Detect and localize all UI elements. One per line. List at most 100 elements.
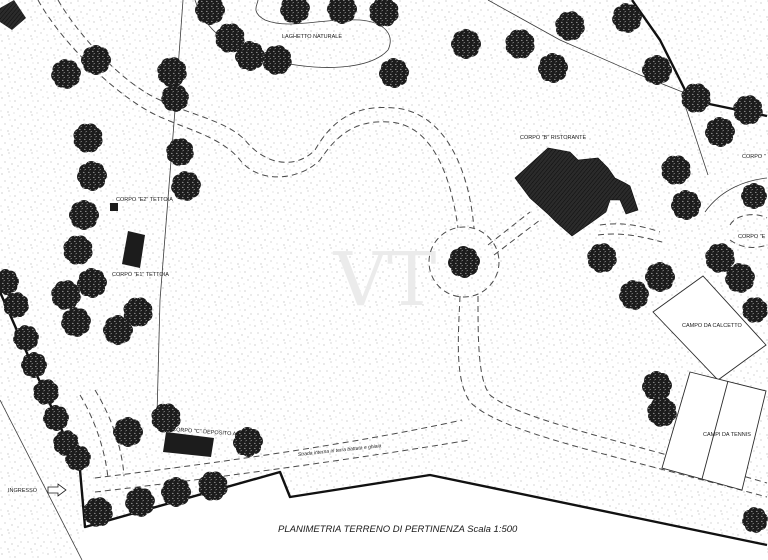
tree-icon	[65, 445, 91, 471]
tree-icon	[280, 0, 310, 24]
fence-line-vertical	[156, 0, 184, 416]
tree-icon	[645, 262, 675, 292]
entrance-road-edge	[0, 399, 83, 560]
road-north-edge-a	[37, 0, 459, 229]
tree-icon	[171, 171, 201, 201]
roundabout	[428, 226, 500, 298]
tree-icon	[451, 29, 481, 59]
property-boundary-south-west	[0, 291, 768, 547]
tree-icon	[43, 405, 69, 431]
tree-icon	[63, 235, 93, 265]
tree-icon	[369, 0, 399, 27]
tennis-divider	[701, 380, 729, 480]
building-top-left	[0, 0, 26, 30]
outside-property-area	[76, 472, 767, 560]
tree-icon	[157, 57, 187, 87]
tree-icon	[166, 138, 194, 166]
path-west-a	[79, 394, 109, 479]
label-corpo-right-mid: CORPO "E	[738, 234, 766, 240]
path-west-b	[94, 389, 125, 477]
tree-icon	[555, 11, 585, 41]
tree-icon	[83, 497, 113, 527]
tree-icon	[741, 183, 767, 209]
tree-icon	[123, 297, 153, 327]
fence-line-top-right	[487, 0, 691, 96]
tree-icon	[77, 161, 107, 191]
tree-icon	[705, 243, 735, 273]
tree-icon	[81, 45, 111, 75]
tree-icon	[113, 417, 143, 447]
road-south-edge-a	[457, 295, 768, 498]
strada-interna-edge-a	[94, 419, 463, 479]
tree-icon	[587, 243, 617, 273]
tree-icon	[13, 325, 39, 351]
label-ingresso: INGRESSO	[8, 488, 38, 494]
tree-icon	[235, 41, 265, 71]
road-north-edge-b	[57, 0, 475, 229]
path-east-b	[597, 233, 663, 243]
tree-icon	[262, 45, 292, 75]
tree-icon	[103, 315, 133, 345]
outline-right-area	[704, 177, 768, 213]
tree-icon	[161, 477, 191, 507]
tree-icon	[327, 0, 357, 24]
tree-icon	[742, 297, 768, 323]
tree-icon	[705, 117, 735, 147]
building-corpo-b	[514, 147, 639, 237]
tree-icon	[215, 23, 245, 53]
road-south-edge-b	[477, 295, 768, 484]
fence-line-right	[683, 101, 709, 176]
property-boundary-north-east	[631, 0, 768, 118]
tree-icon	[61, 307, 91, 337]
tree-icon	[161, 84, 189, 112]
tree-icon	[647, 397, 677, 427]
label-corpo-b: CORPO "B" RISTORANTE	[520, 135, 586, 141]
watermark-logo: VT	[333, 237, 437, 323]
label-corpo-e1: CORPO "E1" TETTOIA	[112, 272, 169, 278]
strada-interna-edge-b	[94, 439, 471, 493]
tree-icon	[77, 268, 107, 298]
tree-icon	[195, 0, 225, 25]
label-campo-calcetto: CAMPO DA CALCETTO	[682, 323, 743, 329]
tree-icon	[505, 29, 535, 59]
path-right-area-b	[729, 239, 768, 248]
label-corpo-c: CORPO "C" DEPOSITO A	[172, 427, 237, 437]
tree-icon	[661, 155, 691, 185]
tree-icon	[33, 379, 59, 405]
tree-icon	[151, 403, 181, 433]
building-corpo-e2	[110, 203, 118, 211]
building-corpo-c	[163, 432, 214, 457]
tree-icon	[51, 280, 81, 310]
tree-icon	[69, 200, 99, 230]
tree-icon	[642, 55, 672, 85]
tree-icon	[612, 3, 642, 33]
tree-icon	[619, 280, 649, 310]
tree-icon	[642, 371, 672, 401]
campi-tennis	[661, 371, 767, 491]
tree-icon	[198, 471, 228, 501]
internal-roads	[37, 0, 768, 498]
plan-title: PLANIMETRIA TERRENO DI PERTINENZA Scala …	[278, 524, 518, 535]
arrow-right-icon	[47, 483, 67, 497]
label-laghetto: LAGHETTO NATURALE	[282, 34, 342, 40]
tree-icon	[21, 352, 47, 378]
tree-icon	[379, 58, 409, 88]
label-campi-tennis: CAMPI DA TENNIS	[703, 432, 751, 438]
path-right-area-a	[729, 214, 768, 226]
tree-icon	[725, 263, 755, 293]
tree-icon	[125, 487, 155, 517]
tree-icon	[733, 95, 763, 125]
tree-icon	[73, 123, 103, 153]
tree-icon	[538, 53, 568, 83]
tree-icon	[3, 292, 29, 318]
tree-icon	[0, 269, 19, 295]
tree-icon	[671, 190, 701, 220]
trees-layer	[0, 0, 768, 533]
tree-icon	[742, 507, 768, 533]
campo-calcetto	[652, 275, 767, 381]
tree-icon	[448, 246, 480, 278]
road-to-restaurant-a	[487, 211, 531, 246]
path-east-a	[599, 223, 661, 233]
